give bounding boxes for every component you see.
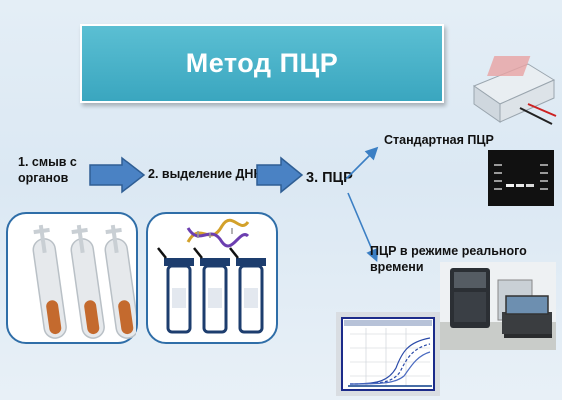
gel-tank-icon [472,56,557,125]
title-banner: Метод ПЦР [80,24,444,103]
realtime-pcr-line-1: ПЦР в режиме реального [370,244,527,258]
spin-tube [229,247,266,334]
step-3-label: 3. ПЦР [306,170,353,186]
realtime-pcr-photo [440,262,556,350]
swab-tube [104,224,139,339]
amplification-curve-icon [336,312,440,396]
realtime-pcr-line-2: времени [370,260,424,274]
spin-tube [157,247,194,334]
step-1-line-2: органов [18,171,69,185]
gel-image-icon [488,150,554,206]
swab-tubes-icon [32,224,139,339]
branch-arrows [345,146,379,262]
arrow-right-icon [256,156,304,194]
dna-extraction-card [146,212,278,344]
dna-helix-icon [186,218,250,248]
swab-tube [32,224,67,339]
cycler-laptop-icon [440,262,556,350]
step-2-label: 2. выделение ДНК [148,167,262,181]
swab-tube [70,224,105,339]
realtime-pcr-label: ПЦР в режиме реального времени [370,243,550,275]
arrow-right-icon [89,156,146,194]
swab-tubes-card [6,212,139,344]
dna-tubes-icon [157,218,266,334]
step-1-label: 1. смыв с органов [18,154,98,186]
standard-pcr-label: Стандартная ПЦР [384,133,494,147]
step-1-line-1: 1. смыв с [18,155,77,169]
page-title: Метод ПЦР [185,48,339,78]
spin-tube [193,247,230,334]
